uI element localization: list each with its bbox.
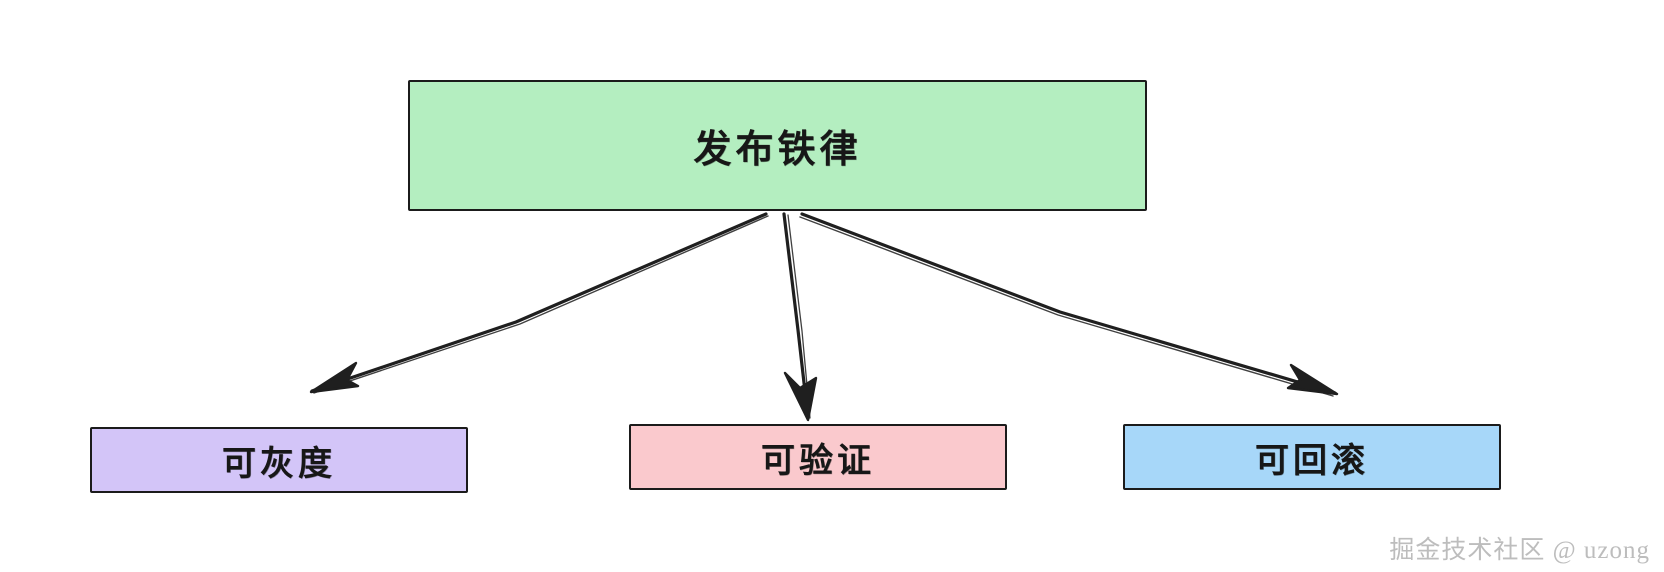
edge-root-to-verifiable — [782, 212, 818, 422]
node-gray-release[interactable]: 可灰度 — [90, 427, 468, 493]
node-rollbackable[interactable]: 可回滚 — [1123, 424, 1501, 490]
watermark-text: 掘金技术社区 @ uzong — [1389, 537, 1650, 564]
edge-root-to-rollbackable — [799, 212, 1339, 397]
node-verifiable[interactable]: 可验证 — [629, 424, 1007, 490]
edge-root-to-gray-release — [309, 212, 769, 394]
node-release-iron-law[interactable]: 发布铁律 — [408, 80, 1147, 211]
